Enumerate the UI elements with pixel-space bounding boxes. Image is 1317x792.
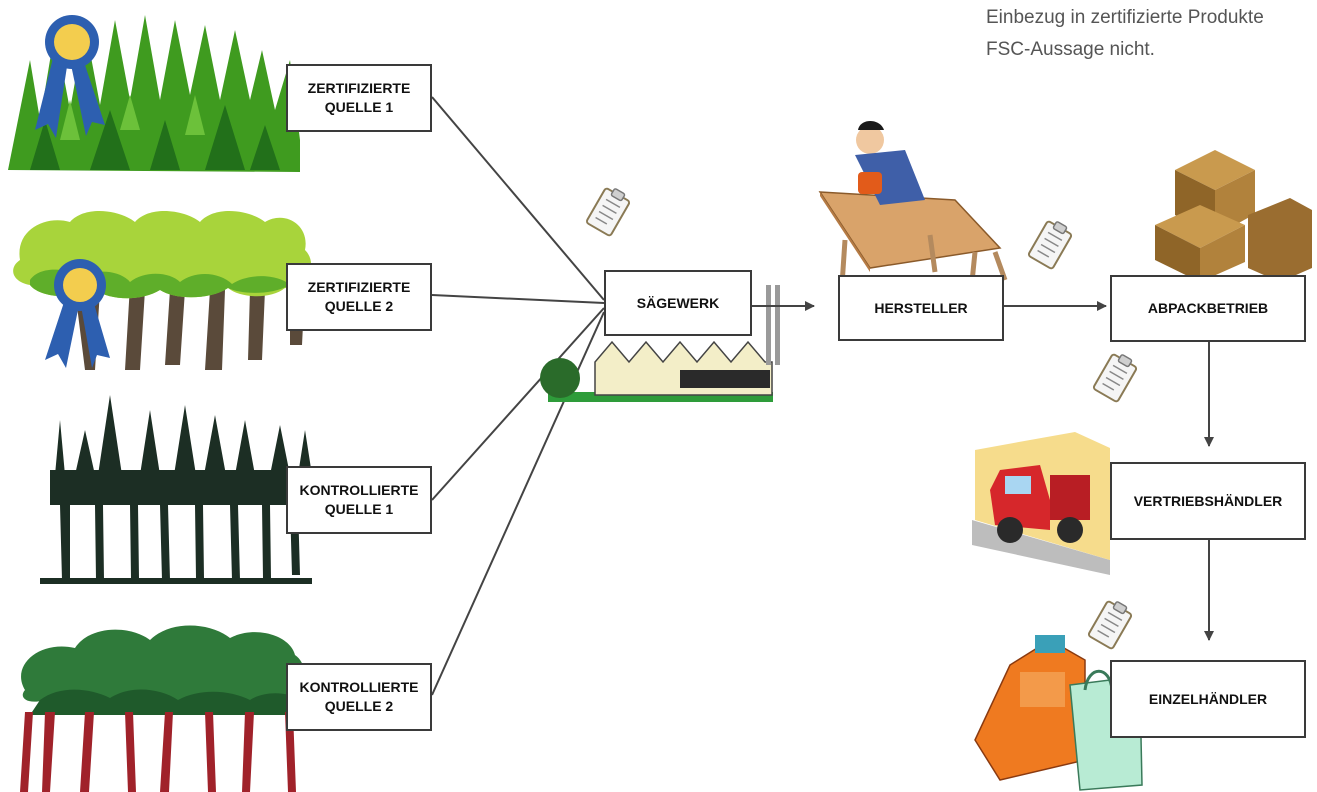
- node-distributor: VERTRIEBSHÄNDLER: [1110, 462, 1306, 540]
- note-text: Einbezug in zertifizierte Produkte FSC-A…: [986, 2, 1317, 66]
- node-controlled-source-1: KONTROLLIERTE QUELLE 1: [286, 466, 432, 534]
- note-line-1: Einbezug in zertifizierte Produkte: [986, 7, 1264, 28]
- delivery-truck-icon: [972, 432, 1110, 575]
- node-certified-source-2: ZERTIFIZIERTE QUELLE 2: [286, 263, 432, 331]
- connector-cert-2: [431, 294, 605, 304]
- clipboard-icon: [584, 183, 634, 238]
- clipboard-icon: [1026, 216, 1076, 271]
- node-certified-source-1: ZERTIFIZIERTE QUELLE 1: [286, 64, 432, 132]
- note-line-2: FSC-Aussage nicht.: [986, 39, 1155, 60]
- connector-cert-1: [431, 96, 605, 301]
- sawmill-factory-icon: [540, 285, 780, 402]
- award-ribbon-icon: [45, 259, 110, 368]
- node-sawmill: SÄGEWERK: [604, 270, 752, 336]
- cash-register-icon: [974, 635, 1086, 781]
- award-ribbon-icon: [35, 15, 105, 138]
- controlled-conifer-forest-icon: [40, 395, 315, 584]
- node-packer: ABPACKBETRIEB: [1110, 275, 1306, 342]
- carpenter-icon: [818, 121, 1008, 286]
- flow-connectors: [752, 301, 1214, 641]
- clipboard-icon: [1086, 596, 1136, 651]
- controlled-pine-forest-icon: [20, 625, 304, 792]
- node-retailer: EINZELHÄNDLER: [1110, 660, 1306, 738]
- connector-ctrl-2: [431, 311, 605, 696]
- connector-ctrl-1: [431, 307, 605, 501]
- node-manufacturer: HERSTELLER: [838, 275, 1004, 341]
- clipboard-icon: [1091, 349, 1141, 404]
- cardboard-boxes-icon: [1155, 150, 1312, 282]
- node-controlled-source-2: KONTROLLIERTE QUELLE 2: [286, 663, 432, 731]
